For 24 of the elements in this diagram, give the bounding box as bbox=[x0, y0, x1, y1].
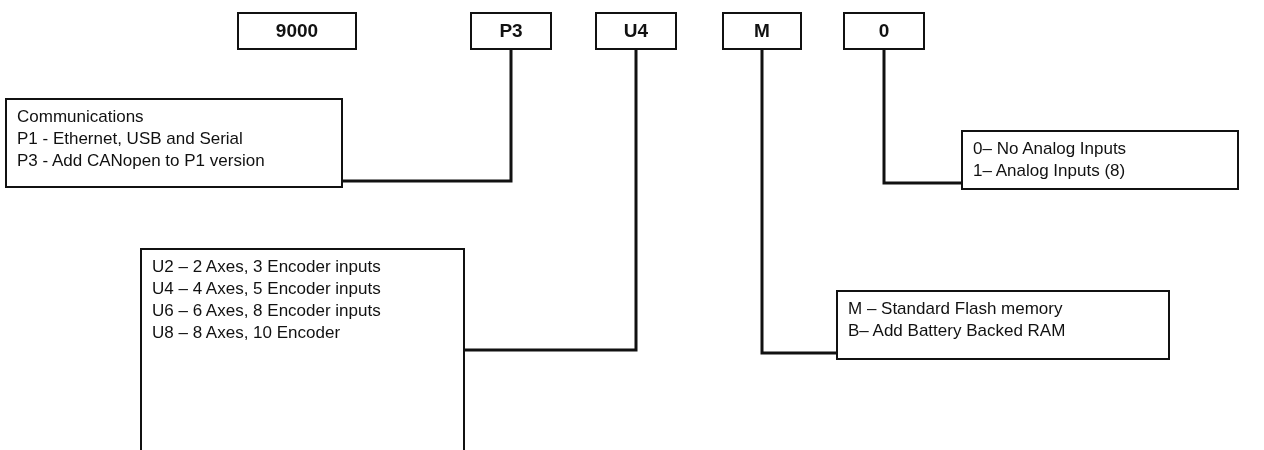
option-text: U4 – 4 Axes, 5 Encoder inputs bbox=[152, 278, 382, 300]
option-box bbox=[140, 248, 465, 450]
option-text: 1– Analog Inputs (8) bbox=[973, 160, 1127, 182]
code-box: P3 bbox=[470, 12, 552, 50]
code-box: M bbox=[722, 12, 802, 50]
option-box bbox=[961, 130, 1239, 190]
code-box: U4 bbox=[595, 12, 677, 50]
connector-line bbox=[343, 50, 513, 183]
connector-line bbox=[465, 50, 638, 352]
option-box bbox=[5, 98, 343, 188]
option-text: M – Standard Flash memory bbox=[848, 298, 1064, 320]
connector-line bbox=[760, 50, 836, 355]
code-box: 0 bbox=[843, 12, 925, 50]
option-text: P1 - Ethernet, USB and Serial bbox=[17, 128, 244, 150]
option-text: 0– No Analog Inputs bbox=[973, 138, 1128, 160]
option-text: U2 – 2 Axes, 3 Encoder inputs bbox=[152, 256, 382, 278]
connector-line bbox=[882, 50, 961, 185]
option-text: B– Add Battery Backed RAM bbox=[848, 320, 1067, 342]
option-text: U6 – 6 Axes, 8 Encoder inputs bbox=[152, 300, 382, 322]
option-text: P3 - Add CANopen to P1 version bbox=[17, 150, 266, 172]
option-text: Communications bbox=[17, 106, 145, 128]
option-box bbox=[836, 290, 1170, 360]
option-text: U8 – 8 Axes, 10 Encoder bbox=[152, 322, 342, 344]
code-box: 9000 bbox=[237, 12, 357, 50]
